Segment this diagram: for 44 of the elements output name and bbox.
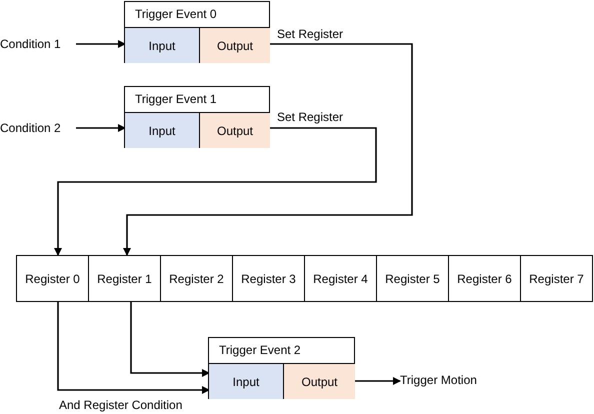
register-label: Register 6 [456,270,512,288]
text-label: Trigger Motion [400,372,477,389]
text-label: Condition 2 [0,120,61,137]
arrow [57,302,210,394]
event-heading: Trigger Event 1 [135,91,217,108]
port-label: Input [232,374,260,390]
input-box [125,112,200,148]
register-label: Register 0 [24,270,80,288]
input-box [125,27,200,63]
register-label: Register 4 [312,270,368,288]
trigger-event-box [124,86,270,148]
port-label: Output [301,374,338,390]
arrow [130,302,210,377]
register-label: Register 3 [240,270,296,288]
output-box [200,27,270,63]
register-cell [304,255,377,302]
arrow [54,127,377,256]
arrow [355,377,401,385]
output-box [200,112,270,148]
trigger-event-box [208,337,355,399]
register-label: Register 1 [96,270,152,288]
port-label: Input [148,38,176,54]
register-cell [376,255,449,302]
arrow [123,43,413,256]
register-cell [448,255,521,302]
register-label: Register 5 [384,270,440,288]
event-heading: Trigger Event 0 [135,6,217,23]
input-box [209,363,284,399]
output-box [284,363,355,399]
register-cell [520,255,593,302]
trigger-event-box [124,1,270,63]
register-cell [16,255,89,302]
register-cell [232,255,305,302]
register-cell [88,255,161,302]
register-label: Register 7 [528,270,584,288]
arrow [76,40,126,48]
register-label: Register 2 [168,270,224,288]
register-cell [160,255,233,302]
port-label: Output [216,122,254,140]
event-heading: Trigger Event 2 [219,342,301,359]
port-label: Input [148,122,176,140]
arrow [76,124,126,132]
port-label: Output [216,38,254,54]
text-label: Condition 1 [0,36,61,53]
